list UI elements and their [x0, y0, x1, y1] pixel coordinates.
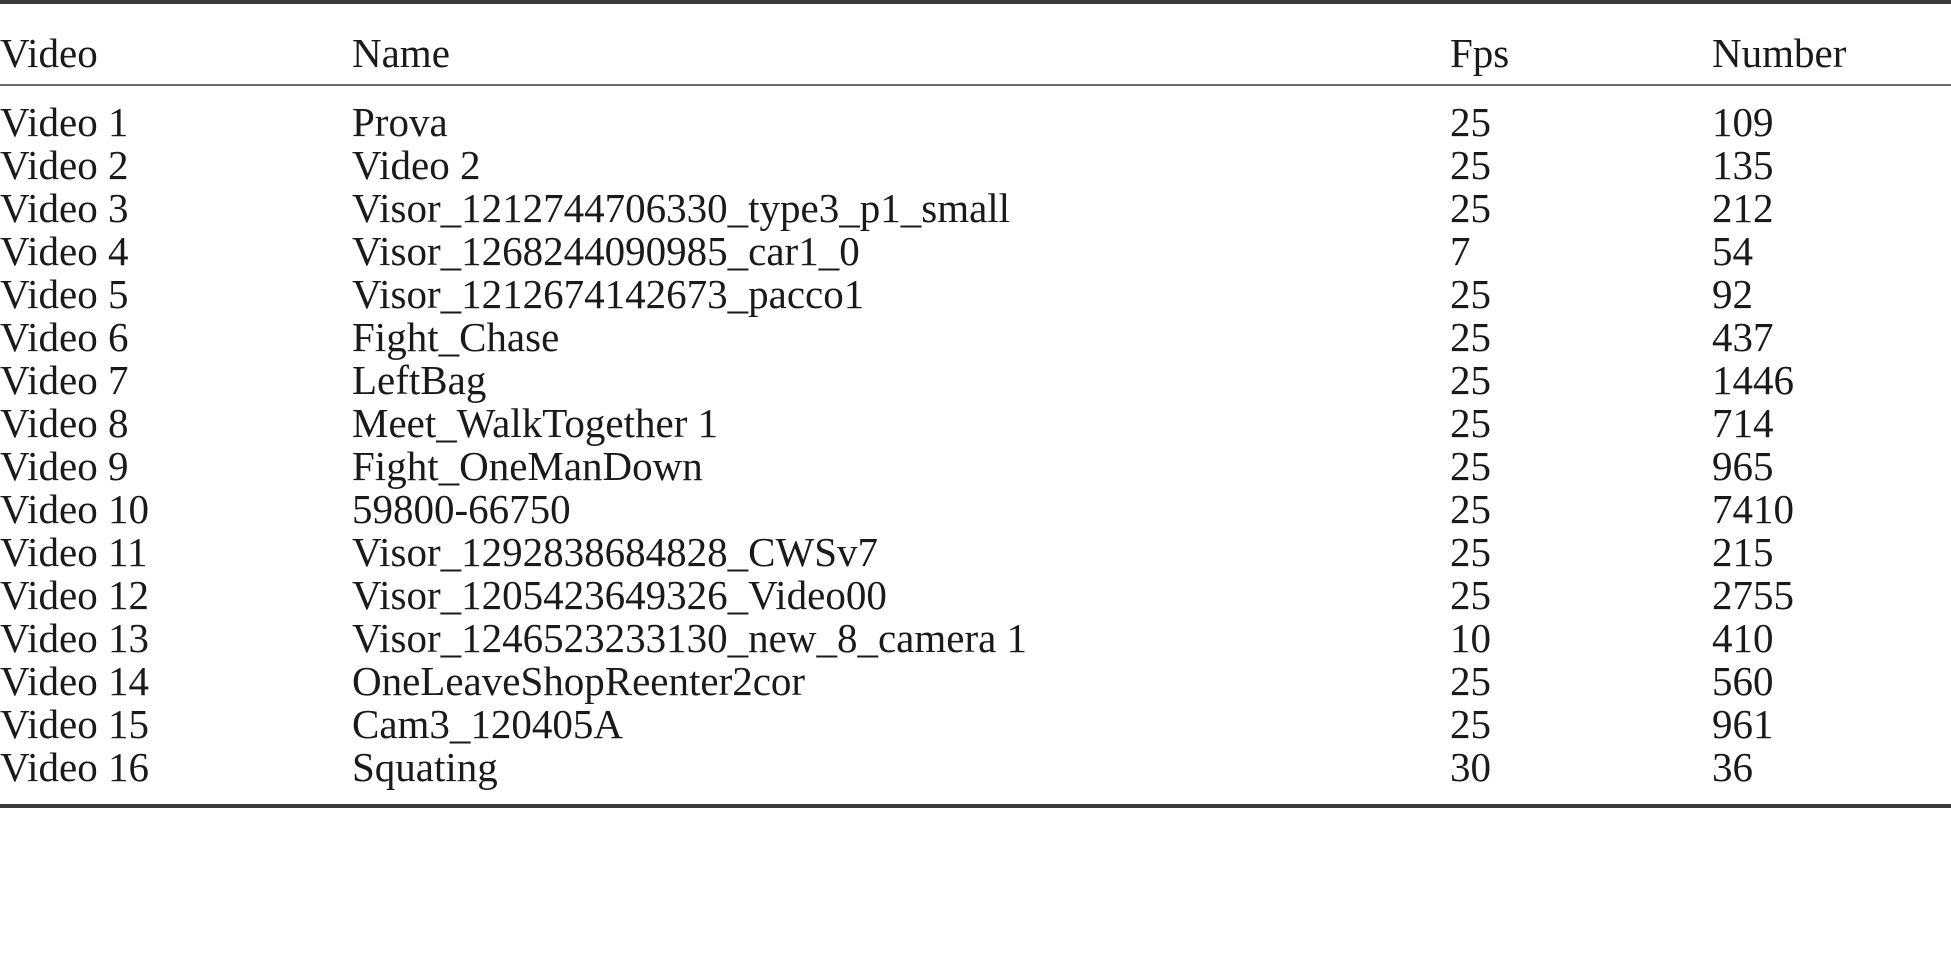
- table-bottom-rule: [0, 804, 1951, 808]
- cell-fps: 25: [1450, 314, 1491, 360]
- table-row: Video 2 Video 2 25 135: [0, 143, 1951, 186]
- cell-video: Video 6: [0, 314, 129, 360]
- video-dataset-table: Video Name Fps Number: [0, 4, 1951, 84]
- cell-fps: 25: [1450, 357, 1491, 403]
- cell-name: Squating: [352, 744, 498, 790]
- cell-fps: 25: [1450, 185, 1491, 231]
- cell-number: 410: [1712, 615, 1774, 661]
- cell-number: 961: [1712, 701, 1774, 747]
- cell-video: Video 2: [0, 142, 129, 188]
- cell-fps: 25: [1450, 142, 1491, 188]
- table-row: Video 11 Visor_1292838684828_CWSv7 25 21…: [0, 530, 1951, 573]
- cell-fps: 30: [1450, 744, 1491, 790]
- cell-number: 135: [1712, 142, 1774, 188]
- cell-name: Fight_OneManDown: [352, 443, 703, 489]
- table-row: Video 9 Fight_OneManDown 25 965: [0, 444, 1951, 487]
- cell-name: Cam3_120405A: [352, 701, 624, 747]
- cell-video: Video 5: [0, 271, 129, 317]
- table-row: Video 7 LeftBag 25 1446: [0, 358, 1951, 401]
- table-row: Video 14 OneLeaveShopReenter2cor 25 560: [0, 659, 1951, 702]
- table-row: Video 12 Visor_1205423649326_Video00 25 …: [0, 573, 1951, 616]
- column-header-fps: Fps: [1450, 30, 1510, 76]
- cell-video: Video 1: [0, 99, 129, 145]
- cell-name: 59800-66750: [352, 486, 571, 532]
- cell-number: 215: [1712, 529, 1774, 575]
- cell-name: Visor_1268244090985_car1_0: [352, 228, 860, 274]
- cell-number: 7410: [1712, 486, 1794, 532]
- table-row: Video 4 Visor_1268244090985_car1_0 7 54: [0, 229, 1951, 272]
- cell-name: Video 2: [352, 142, 481, 188]
- header-separator-rule: [0, 84, 1951, 86]
- cell-name: Visor_1212674142673_pacco1: [352, 271, 865, 317]
- column-header-number: Number: [1712, 30, 1847, 76]
- cell-number: 1446: [1712, 357, 1794, 403]
- cell-fps: 25: [1450, 701, 1491, 747]
- table-row: Video 8 Meet_WalkTogether 1 25 714: [0, 401, 1951, 444]
- cell-fps: 7: [1450, 228, 1471, 274]
- table-row: Video 1 Prova 25 109: [0, 86, 1951, 143]
- cell-name: Visor_1246523233130_new_8_camera 1: [352, 615, 1028, 661]
- cell-name: OneLeaveShopReenter2cor: [352, 658, 806, 704]
- table-row: Video 15 Cam3_120405A 25 961: [0, 702, 1951, 745]
- cell-video: Video 4: [0, 228, 129, 274]
- header-row: Video Name Fps Number: [0, 4, 1951, 84]
- table-row: Video 6 Fight_Chase 25 437: [0, 315, 1951, 358]
- cell-fps: 25: [1450, 400, 1491, 446]
- cell-video: Video 3: [0, 185, 129, 231]
- cell-name: Visor_1212744706330_type3_p1_small: [352, 185, 1011, 231]
- cell-name: LeftBag: [352, 357, 487, 403]
- table-row: Video 5 Visor_1212674142673_pacco1 25 92: [0, 272, 1951, 315]
- cell-fps: 25: [1450, 486, 1491, 532]
- cell-name: Visor_1292838684828_CWSv7: [352, 529, 878, 575]
- cell-number: 109: [1712, 99, 1774, 145]
- cell-name: Visor_1205423649326_Video00: [352, 572, 887, 618]
- cell-video: Video 14: [0, 658, 149, 704]
- cell-name: Fight_Chase: [352, 314, 560, 360]
- cell-video: Video 13: [0, 615, 149, 661]
- cell-video: Video 15: [0, 701, 149, 747]
- table-top-rule: [0, 0, 1951, 4]
- cell-fps: 25: [1450, 658, 1491, 704]
- column-header-video: Video: [0, 30, 98, 76]
- cell-number: 54: [1712, 228, 1753, 274]
- table-row: Video 10 59800-66750 25 7410: [0, 487, 1951, 530]
- cell-fps: 10: [1450, 615, 1491, 661]
- cell-name: Prova: [352, 99, 448, 145]
- cell-video: Video 8: [0, 400, 129, 446]
- cell-video: Video 10: [0, 486, 149, 532]
- cell-video: Video 7: [0, 357, 129, 403]
- cell-fps: 25: [1450, 443, 1491, 489]
- cell-video: Video 12: [0, 572, 149, 618]
- table-body: Video 1 Prova 25 109 Video 2 Video 2 25 …: [0, 86, 1951, 788]
- cell-fps: 25: [1450, 529, 1491, 575]
- column-header-name: Name: [352, 30, 450, 76]
- cell-fps: 25: [1450, 99, 1491, 145]
- cell-number: 36: [1712, 744, 1753, 790]
- cell-fps: 25: [1450, 271, 1491, 317]
- cell-number: 2755: [1712, 572, 1794, 618]
- table-header: Video Name Fps Number: [0, 4, 1951, 84]
- cell-number: 965: [1712, 443, 1774, 489]
- cell-video: Video 9: [0, 443, 129, 489]
- cell-number: 212: [1712, 185, 1774, 231]
- cell-name: Meet_WalkTogether 1: [352, 400, 719, 446]
- cell-number: 437: [1712, 314, 1774, 360]
- table-row: Video 16 Squating 30 36: [0, 745, 1951, 788]
- table-row: Video 3 Visor_1212744706330_type3_p1_sma…: [0, 186, 1951, 229]
- cell-number: 714: [1712, 400, 1774, 446]
- cell-fps: 25: [1450, 572, 1491, 618]
- video-dataset-table-body: Video 1 Prova 25 109 Video 2 Video 2 25 …: [0, 86, 1951, 788]
- cell-video: Video 11: [0, 529, 148, 575]
- cell-number: 92: [1712, 271, 1753, 317]
- table-row: Video 13 Visor_1246523233130_new_8_camer…: [0, 616, 1951, 659]
- cell-number: 560: [1712, 658, 1774, 704]
- table-bottom-spacer: [0, 788, 1951, 804]
- cell-video: Video 16: [0, 744, 149, 790]
